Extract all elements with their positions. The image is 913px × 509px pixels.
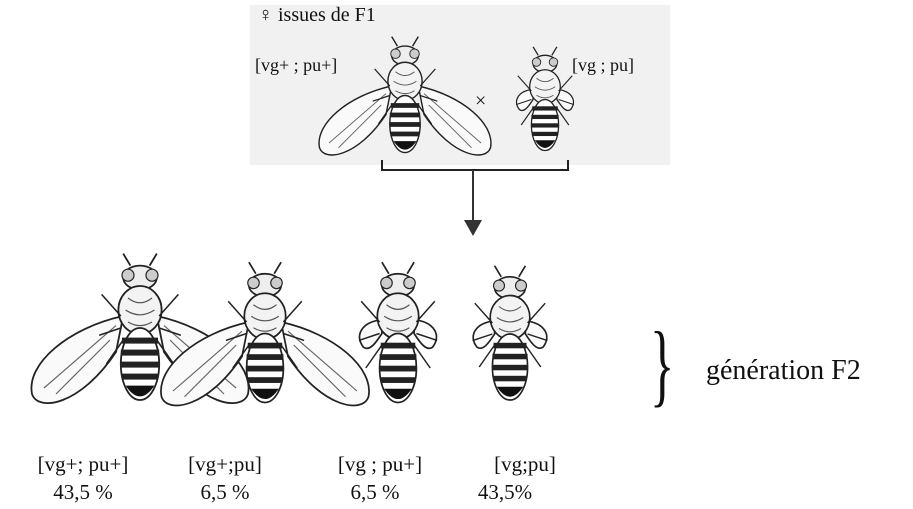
- offspring-phenotype-4: [vg;pu]: [455, 452, 595, 477]
- arrow-head: [464, 220, 482, 236]
- offspring-phenotype-1: [vg+; pu+]: [8, 452, 158, 477]
- generation-label: génération F2: [706, 355, 861, 387]
- offspring-percent-4: 43,5%: [440, 480, 570, 505]
- parent-fly-wild-type: [319, 37, 491, 155]
- f2-fly-3: [359, 262, 437, 402]
- offspring-percent-1: 43,5 %: [8, 480, 158, 505]
- offspring-phenotype-3: [vg ; pu+]: [310, 452, 450, 477]
- offspring-phenotype-2: [vg+;pu]: [160, 452, 290, 477]
- generation-brace: }: [650, 318, 674, 410]
- offspring-percent-2: 6,5 %: [160, 480, 290, 505]
- parent-fly-mutant: [516, 47, 574, 151]
- f2-fly-4: [473, 266, 548, 400]
- offspring-percent-3: 6,5 %: [310, 480, 440, 505]
- cross-bracket: [382, 160, 568, 170]
